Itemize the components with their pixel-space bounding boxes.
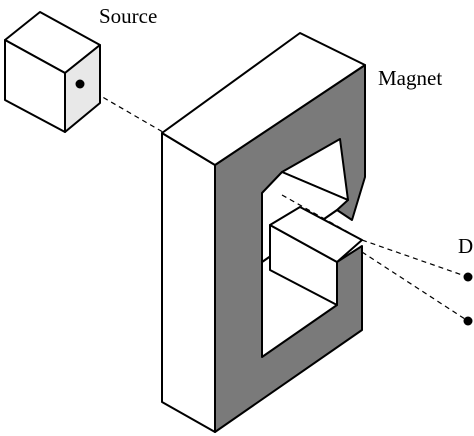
source-aperture-dot: [75, 79, 85, 89]
beam-line-gap: [281, 194, 363, 241]
source-cube-right-face: [64, 44, 101, 133]
beam-line-incoming: [79, 83, 169, 136]
magnet-label: Magnet: [378, 66, 443, 90]
source-cube: [4, 11, 101, 133]
magnet-left-face: [161, 132, 216, 433]
magnet-top-face: [161, 32, 366, 166]
detector-dot-upper: [463, 272, 473, 282]
magnet: [161, 32, 366, 433]
detector-dot-lower: [463, 316, 473, 326]
beam-line-upper: [361, 239, 469, 278]
source-label: Source: [99, 4, 158, 28]
beam-line-lower: [361, 251, 469, 322]
detector-label: D: [458, 234, 474, 258]
